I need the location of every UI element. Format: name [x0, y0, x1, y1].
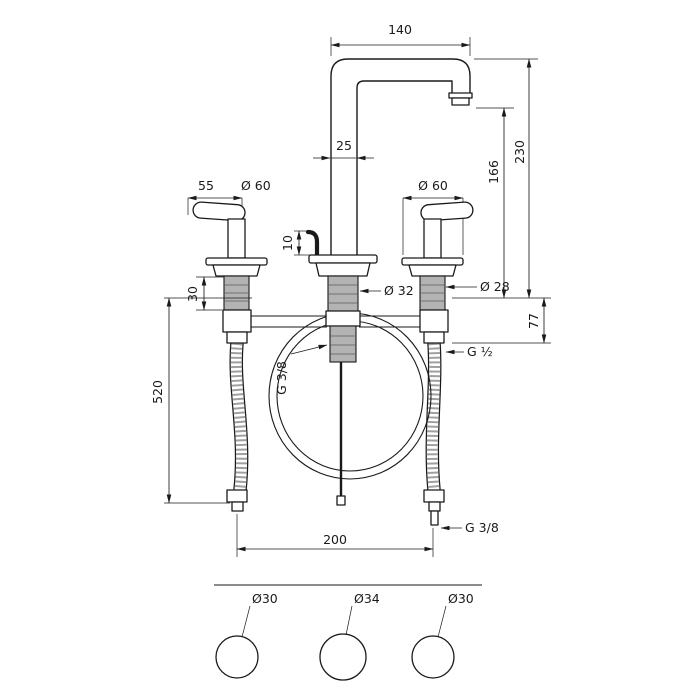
left-tee-fitting [222, 309, 252, 333]
spout [330, 58, 473, 256]
dim-outlet-height: 166 [476, 107, 514, 299]
left-tailpiece-nut [226, 331, 248, 344]
label-total-height: 230 [512, 140, 527, 164]
center-escutcheon-disc [308, 254, 378, 264]
label-spout-reach: 140 [388, 22, 412, 37]
label-hose-thread: G 3/8 [465, 520, 499, 535]
dim-spout-width: 25 [313, 138, 374, 161]
dim-handle-length: 55 Ø 60 [187, 178, 271, 256]
callout-valve-thread: G ½ [445, 344, 493, 359]
right-hose-tube [430, 510, 439, 526]
label-below-deck: 77 [526, 313, 541, 329]
connector-right [423, 489, 445, 526]
label-outlet-height: 166 [486, 160, 501, 184]
label-center-shank-dia: Ø 32 [384, 283, 414, 298]
right-tailpiece-nut [423, 331, 445, 344]
left-hose-nut [226, 489, 248, 503]
center-union [325, 310, 361, 327]
spout-outer-contour [330, 58, 471, 256]
right-hose-nut [423, 489, 445, 503]
label-hose-length: 520 [150, 380, 165, 404]
label-left-escutcheon-dia: Ø 60 [241, 178, 271, 193]
right-escutcheon-body [408, 264, 457, 277]
label-hole-right-dia: Ø30 [448, 591, 474, 606]
label-center-thread: G 3/8 [274, 361, 289, 395]
label-hole-spacing: 200 [323, 532, 347, 547]
left-hose-braid [230, 342, 248, 491]
dim-hole-spacing: 200 [236, 514, 434, 557]
spout-aerator [451, 97, 470, 106]
label-valve-thread: G ½ [467, 344, 493, 359]
left-handle-stem [227, 218, 246, 259]
center-base [305, 229, 378, 313]
left-handle [192, 201, 268, 311]
callout-valve-shank: Ø 28 [445, 279, 510, 294]
fittings [222, 309, 449, 506]
label-hole-left-dia: Ø30 [252, 591, 278, 606]
right-tee-fitting [419, 309, 449, 333]
hole-plan: Ø30 Ø34 Ø30 [214, 584, 482, 681]
hose-right [425, 342, 442, 491]
popup-lever [305, 229, 320, 260]
label-popup-lever: 10 [280, 235, 295, 251]
right-handle [401, 201, 474, 311]
spout-inner-contour [356, 80, 453, 256]
dim-escutcheon-height: 30 [185, 276, 224, 311]
left-escutcheon-disc [205, 257, 268, 266]
label-valve-shank-dia: Ø 28 [480, 279, 510, 294]
right-hose-braid [426, 342, 441, 491]
label-spout-pipe: 25 [336, 138, 352, 153]
right-hose-nipple [428, 501, 441, 512]
dim-total-height: 230 [474, 58, 538, 299]
callout-center-shank: Ø 32 [359, 283, 414, 298]
callout-hose-thread: G 3/8 [440, 520, 499, 535]
label-right-escutcheon-dia: Ø 60 [418, 178, 448, 193]
label-escutcheon-height: 30 [185, 286, 200, 302]
left-handle-lever [192, 201, 246, 222]
center-escutcheon-body [315, 262, 371, 277]
hole-center [319, 633, 367, 681]
left-hose-nipple [231, 501, 244, 512]
hole-right [411, 635, 455, 679]
callout-center-thread: G 3/8 [274, 344, 328, 395]
hole-left [215, 635, 259, 679]
dim-popup: 10 [280, 230, 310, 256]
left-escutcheon-body [212, 264, 261, 277]
center-tailpiece [329, 325, 357, 363]
right-handle-lever [420, 201, 474, 222]
pull-rod-tip [336, 495, 346, 506]
label-hole-center-dia: Ø34 [354, 591, 380, 606]
right-escutcheon-disc [401, 257, 464, 266]
spout-outlet-collar [448, 92, 473, 99]
hose-left [229, 342, 249, 491]
right-handle-stem [423, 218, 442, 259]
dim-below-deck: 77 [452, 297, 551, 344]
dim-hose-length: 520 [150, 297, 252, 504]
label-handle-length: 55 [198, 178, 214, 193]
connector-left [226, 489, 248, 512]
dim-spout-reach: 140 [330, 22, 471, 56]
